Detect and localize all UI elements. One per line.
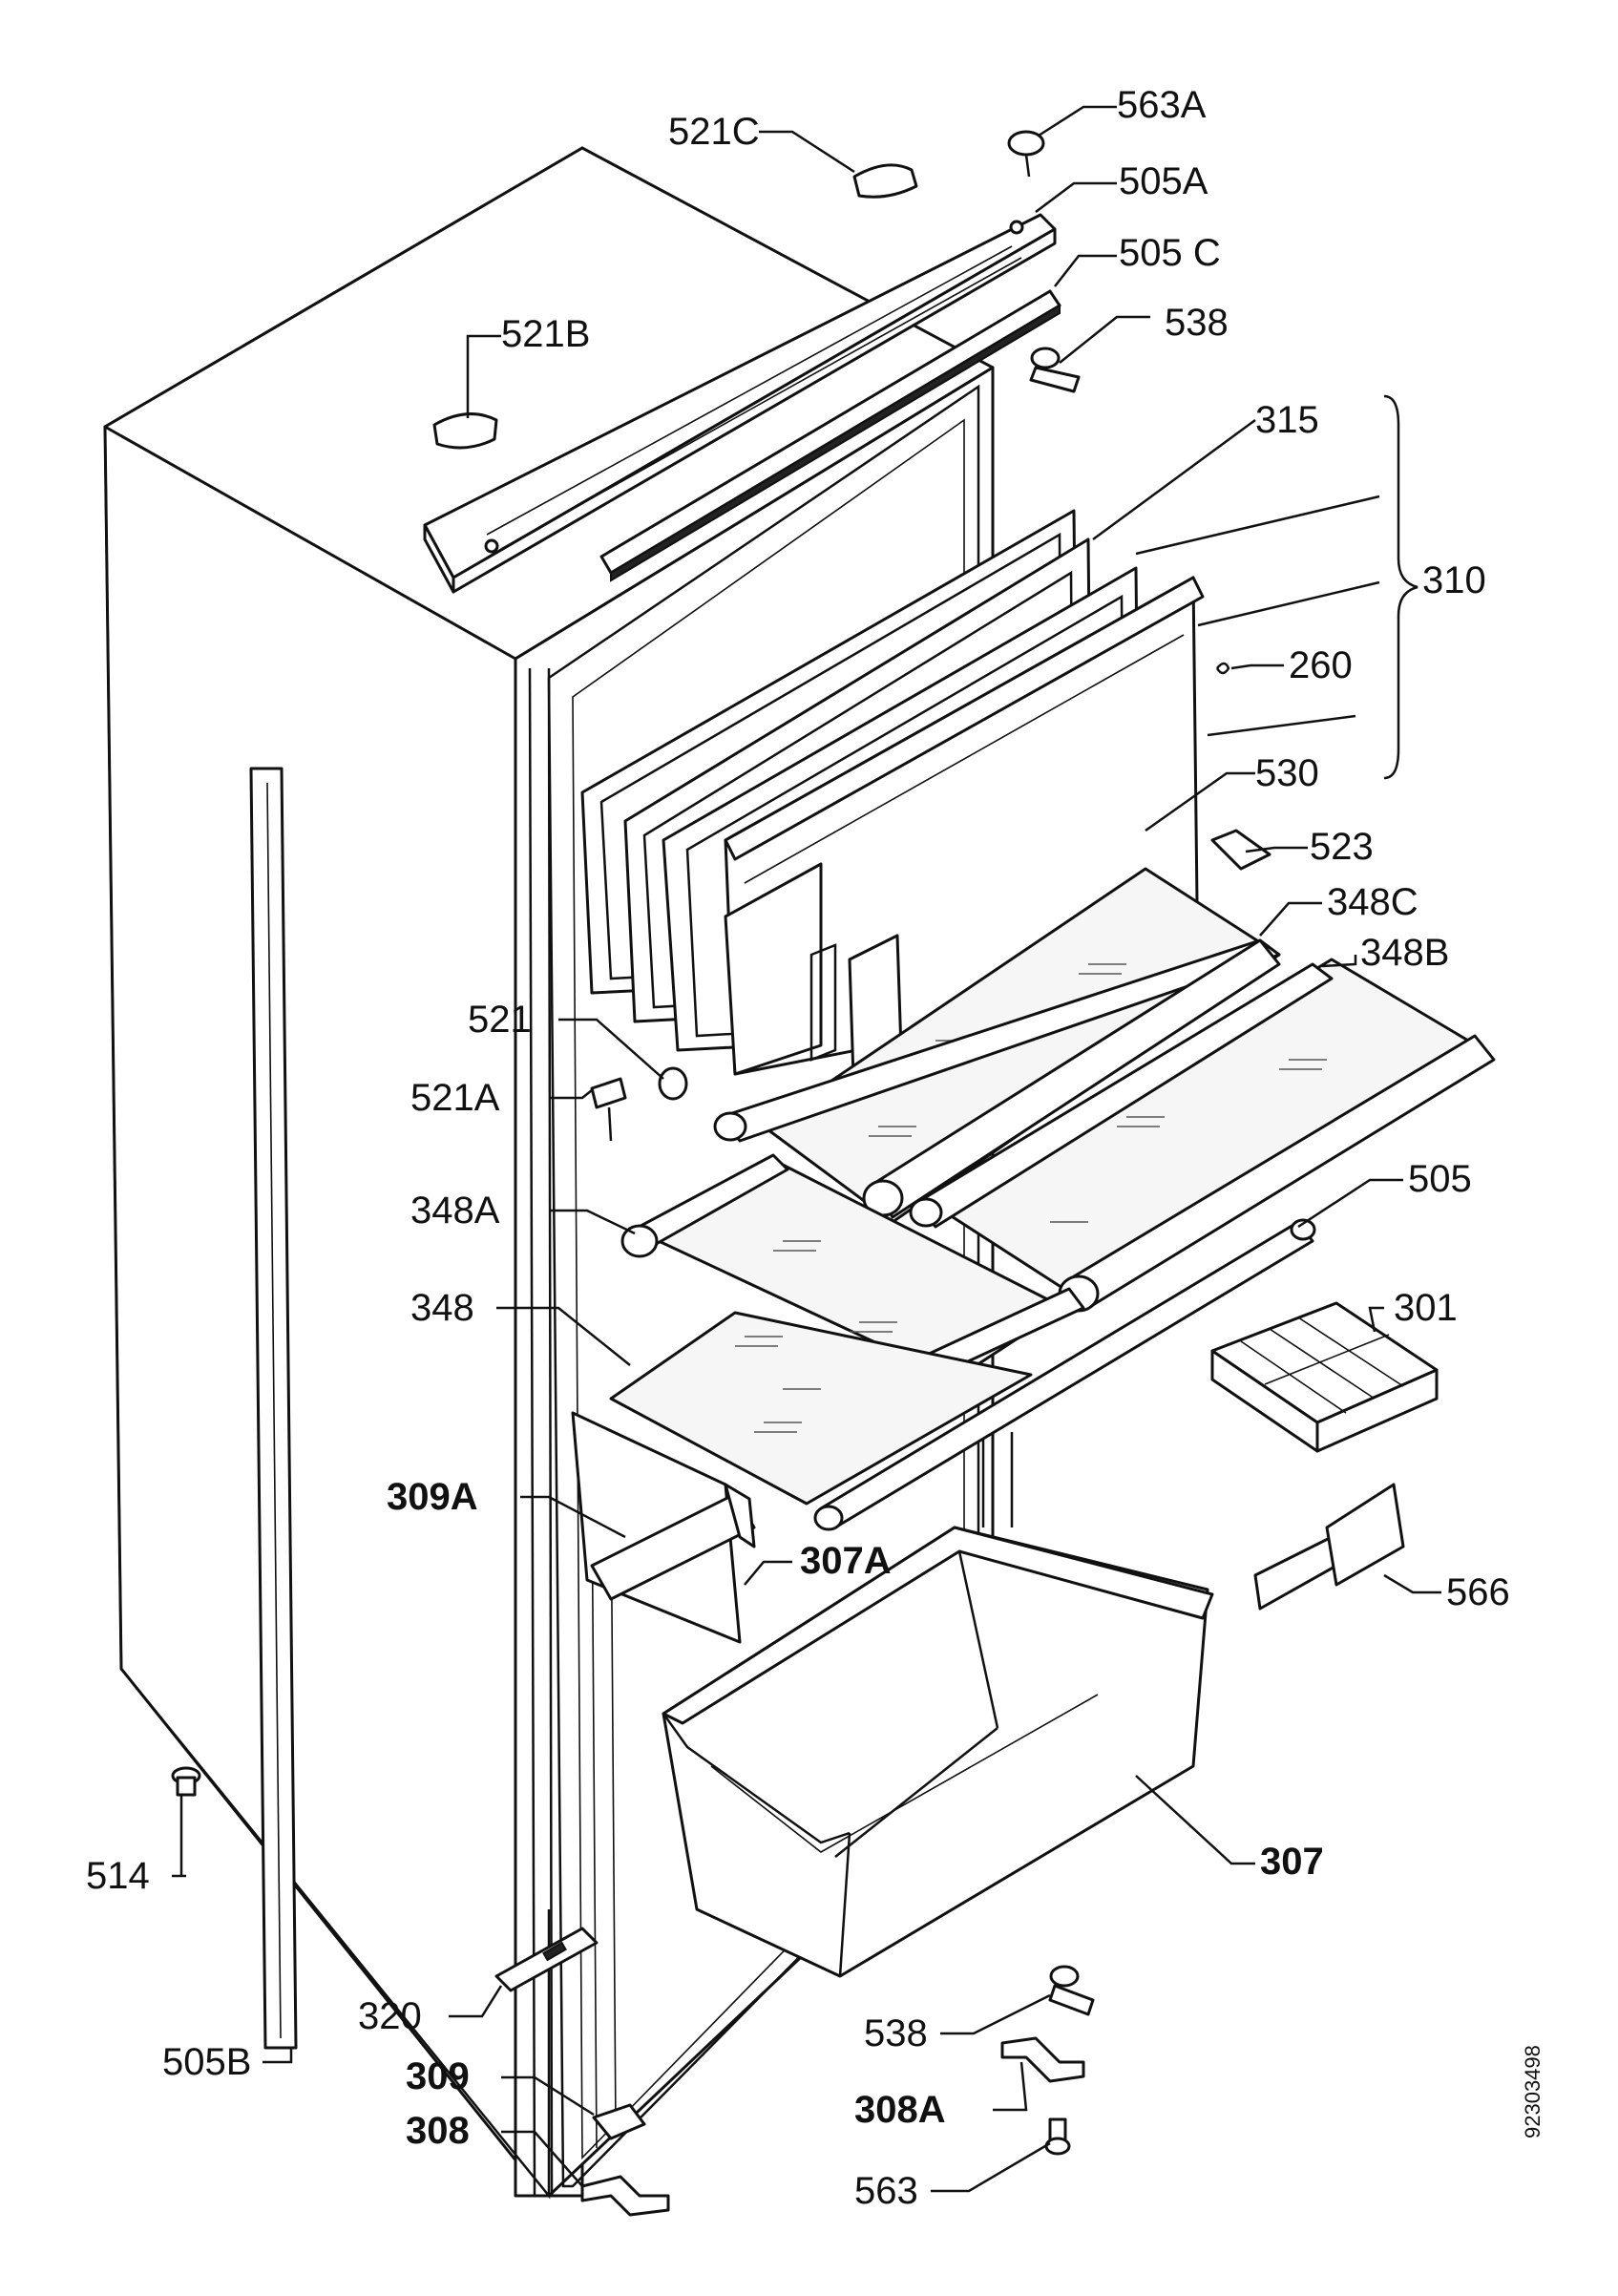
label-310: 310	[1422, 559, 1486, 601]
top-trim-505a	[425, 215, 1055, 592]
trim-505b	[251, 769, 296, 2048]
label-538-top: 538	[1165, 302, 1229, 344]
freezer-door-assembly	[582, 511, 1203, 1107]
part-566	[1255, 1485, 1403, 1609]
label-348a: 348A	[410, 1190, 500, 1232]
label-348c: 348C	[1327, 881, 1418, 923]
label-521b: 521B	[501, 313, 591, 355]
label-521a: 521A	[410, 1077, 500, 1119]
label-308a: 308A	[854, 2089, 946, 2131]
label-505c: 505 C	[1119, 232, 1221, 274]
label-301: 301	[1394, 1287, 1458, 1329]
part-521c	[854, 165, 916, 197]
part-260	[1217, 664, 1229, 673]
part-523	[1212, 831, 1270, 869]
bracket-310	[1384, 396, 1418, 778]
part-308a	[1002, 2038, 1083, 2081]
label-320: 320	[358, 1995, 422, 2037]
part-521	[660, 1068, 686, 1099]
seal-505c	[601, 291, 1060, 580]
shelf-348	[611, 1313, 1031, 1504]
label-315: 315	[1255, 399, 1319, 441]
part-309	[594, 2105, 644, 2138]
bottle-rack-309a	[573, 1413, 754, 1642]
part-308	[582, 2177, 668, 2215]
part-320	[496, 1928, 597, 1991]
label-563: 563	[854, 2170, 918, 2212]
label-523: 523	[1310, 826, 1374, 868]
label-260: 260	[1289, 644, 1353, 686]
label-538-bottom: 538	[864, 2012, 928, 2054]
part-538-top	[1031, 348, 1079, 391]
ice-tray-301	[1212, 1303, 1437, 1451]
part-514	[173, 1768, 200, 1795]
label-308: 308	[406, 2110, 470, 2152]
label-566: 566	[1446, 1571, 1510, 1613]
label-309a: 309A	[387, 1476, 478, 1518]
label-530: 530	[1255, 752, 1319, 794]
label-514: 514	[86, 1855, 150, 1897]
part-538-bottom	[1050, 1967, 1093, 2014]
door-seal-505	[815, 1220, 1314, 1529]
crisper-drawer-307	[663, 1527, 1212, 1976]
label-307: 307	[1260, 1841, 1324, 1883]
label-563a: 563A	[1117, 84, 1207, 126]
label-348b: 348B	[1360, 932, 1450, 974]
label-521: 521	[468, 999, 532, 1041]
label-505b: 505B	[162, 2041, 252, 2083]
part-521b	[434, 414, 496, 448]
label-307a: 307A	[800, 1540, 892, 1582]
document-number: 92303498	[1521, 2045, 1544, 2138]
part-563a	[1009, 132, 1043, 177]
leader-lines	[172, 107, 1441, 2191]
label-505a: 505A	[1119, 160, 1208, 202]
part-521a	[592, 1079, 625, 1141]
label-505: 505	[1408, 1158, 1472, 1200]
label-348: 348	[410, 1287, 474, 1329]
shelf-348b	[911, 959, 1494, 1311]
part-563	[1046, 2119, 1069, 2154]
label-309: 309	[406, 2055, 470, 2097]
label-521c: 521C	[668, 111, 760, 153]
shelf-348c	[715, 869, 1279, 1222]
